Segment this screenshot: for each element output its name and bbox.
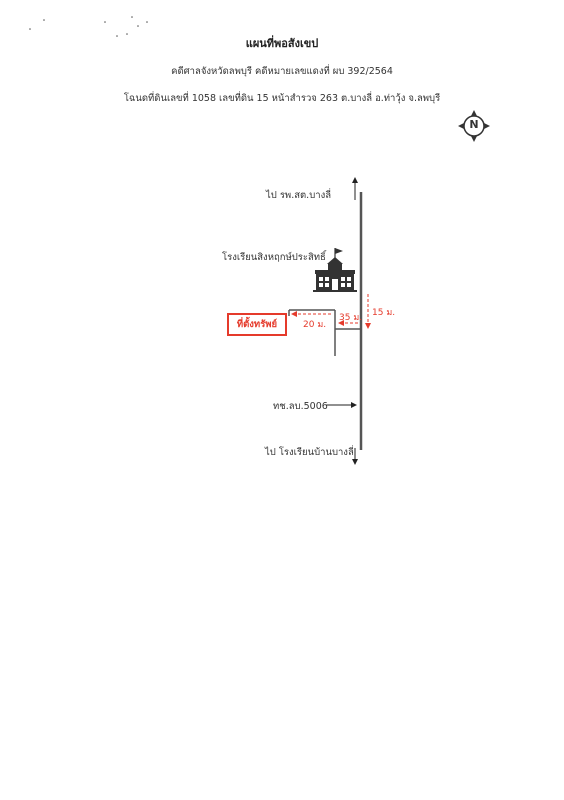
case-number-line: คดีศาลจังหวัดลพบุรี คดีหมายเลขแดงที่ ผบ …	[171, 66, 393, 77]
school-label: โรงเรียนสิงหฤกษ์ประสิทธิ์	[222, 252, 326, 263]
compass-letter: N	[469, 118, 479, 131]
property-location-box: ที่ตั้งทรัพย์	[227, 313, 287, 336]
map-title: แผนที่พอสังเขป	[245, 37, 319, 50]
school-icon	[313, 248, 357, 292]
scan-specks	[29, 16, 148, 37]
north-destination-label: ไป รพ.สต.บางลี่	[266, 190, 332, 201]
dist-35-label: 35 ม.	[339, 313, 363, 323]
road-label: ทช.ลบ.5006	[273, 401, 328, 412]
compass-icon	[458, 110, 490, 142]
dist-15-label: 15 ม.	[372, 308, 396, 318]
deed-info-line: โฉนดที่ดินเลขที่ 1058 เลขที่ดิน 15 หน้าส…	[123, 93, 441, 104]
south-destination-label: ไป โรงเรียนบ้านบางลี่	[265, 447, 354, 458]
dist-20-label: 20 ม.	[303, 320, 327, 330]
